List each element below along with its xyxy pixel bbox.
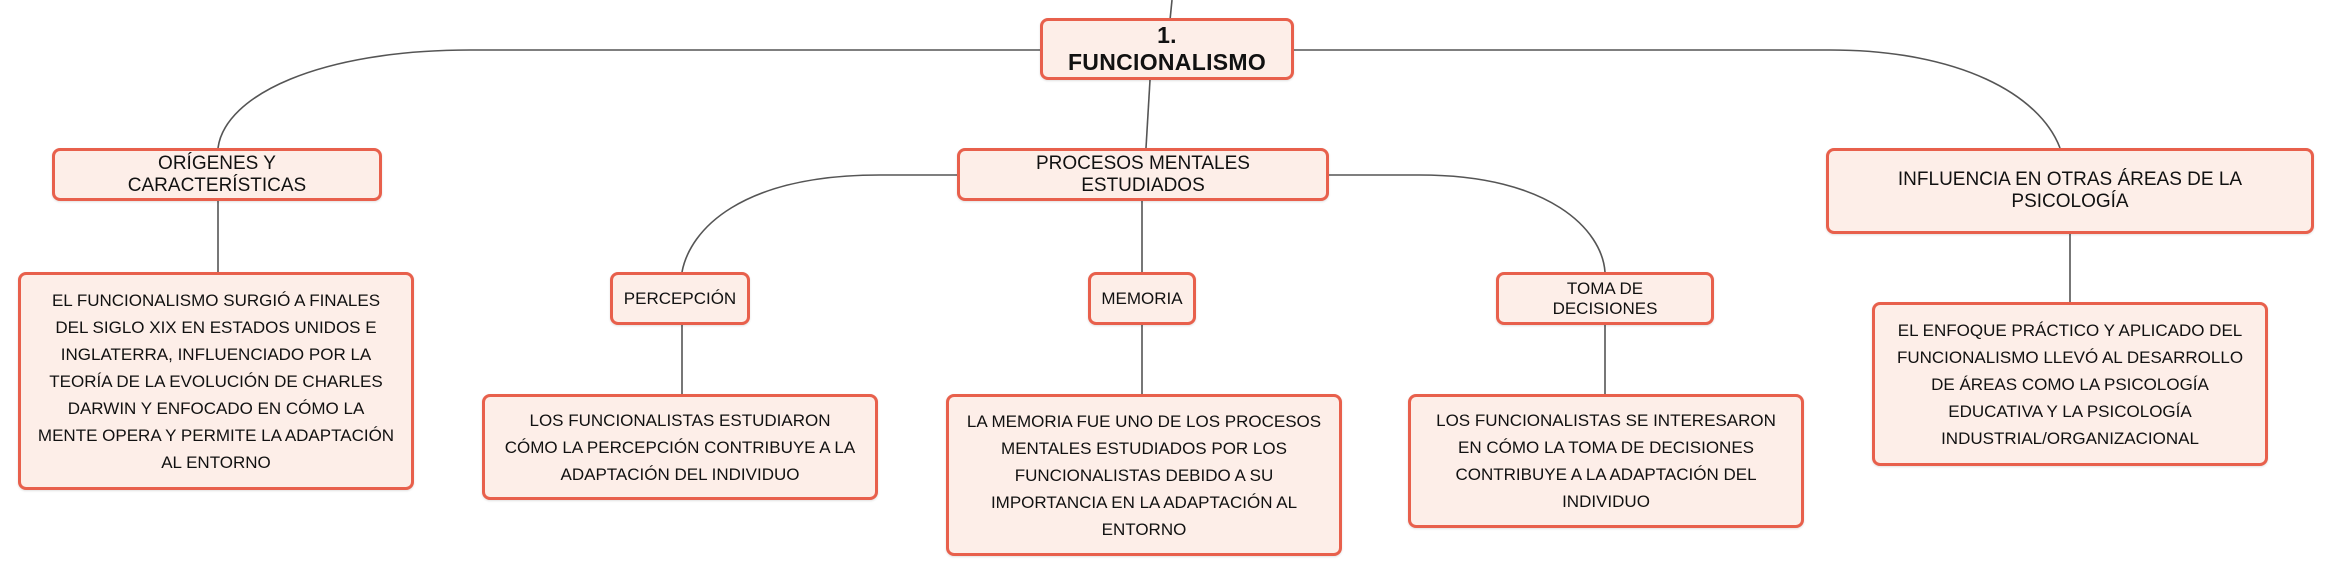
subtopic-percepcion-label: PERCEPCIÓN xyxy=(623,288,737,308)
subtopic-toma-de-decisiones-label: TOMA DE DECISIONES xyxy=(1552,278,1658,318)
detail-memoria-text: LA MEMORIA FUE UNO DE LOS PROCESOS MENTA… xyxy=(966,411,1322,539)
connector-root-origenes xyxy=(217,49,1042,149)
branch-procesos-label: PROCESOS MENTALES ESTUDIADOS xyxy=(1036,152,1250,196)
detail-influencia-text: EL ENFOQUE PRÁCTICO Y APLICADO DEL FUNCI… xyxy=(1896,320,2244,448)
detail-toma-de-decisiones-text: LOS FUNCIONALISTAS SE INTERESARON EN CÓM… xyxy=(1436,411,1776,511)
detail-percepcion-text: LOS FUNCIONALISTAS ESTUDIARON CÓMO LA PE… xyxy=(504,410,856,484)
connector-root-influencia xyxy=(1290,49,2061,149)
detail-percepcion[interactable]: LOS FUNCIONALISTAS ESTUDIARON CÓMO LA PE… xyxy=(482,394,878,500)
detail-influencia[interactable]: EL ENFOQUE PRÁCTICO Y APLICADO DEL FUNCI… xyxy=(1872,302,2268,466)
subtopic-memoria-label: MEMORIA xyxy=(1101,288,1183,308)
subtopic-toma-de-decisiones[interactable]: TOMA DE DECISIONES xyxy=(1496,272,1714,325)
detail-memoria[interactable]: LA MEMORIA FUE UNO DE LOS PROCESOS MENTA… xyxy=(946,394,1342,556)
detail-origenes-text: EL FUNCIONALISMO SURGIÓ A FINALES DEL SI… xyxy=(37,290,395,472)
subtopic-percepcion[interactable]: PERCEPCIÓN xyxy=(610,272,750,325)
root-node[interactable]: 1. FUNCIONALISMO xyxy=(1040,18,1294,80)
connector-procesos-decisiones xyxy=(1327,174,1606,273)
connector-procesos-percepcion xyxy=(681,174,957,273)
connector-root-incoming xyxy=(1169,0,1173,21)
branch-origenes-label: ORÍGENES Y CARACTERÍSTICAS xyxy=(127,152,307,196)
detail-origenes[interactable]: EL FUNCIONALISMO SURGIÓ A FINALES DEL SI… xyxy=(18,272,414,490)
branch-influencia[interactable]: INFLUENCIA EN OTRAS ÁREAS DE LA PSICOLOG… xyxy=(1826,148,2314,234)
root-label: 1. FUNCIONALISMO xyxy=(1067,22,1267,75)
subtopic-memoria[interactable]: MEMORIA xyxy=(1088,272,1196,325)
branch-procesos[interactable]: PROCESOS MENTALES ESTUDIADOS xyxy=(957,148,1329,201)
detail-toma-de-decisiones[interactable]: LOS FUNCIONALISTAS SE INTERESARON EN CÓM… xyxy=(1408,394,1804,528)
connector-root-procesos xyxy=(1145,79,1151,149)
branch-origenes[interactable]: ORÍGENES Y CARACTERÍSTICAS xyxy=(52,148,382,201)
branch-influencia-label: INFLUENCIA EN OTRAS ÁREAS DE LA PSICOLOG… xyxy=(1897,169,2243,212)
